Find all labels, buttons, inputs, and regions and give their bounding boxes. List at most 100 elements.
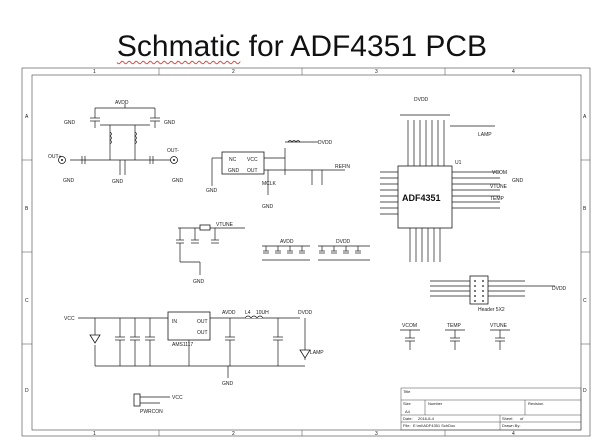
gnd-label-7: GND [262, 204, 274, 210]
mclk-label: MCLK [262, 181, 277, 187]
refin-label: REFIN [335, 164, 350, 170]
dvdd-label-4: DVDD [552, 286, 567, 292]
row-label-c: C [25, 298, 29, 304]
header-5x2 [469, 275, 489, 305]
resistor-r5 [199, 224, 211, 231]
power-wiring [78, 317, 306, 378]
tb-sheet-label: Sheet [502, 416, 513, 421]
gnd-label-5: GND [112, 179, 124, 185]
gnd-label-3: GND [63, 178, 75, 184]
inductor-l1 [287, 140, 301, 143]
outer-frame [21, 67, 591, 437]
vcom-label: VCOM [402, 323, 417, 329]
l4-value: 10UH [256, 310, 269, 316]
page-title: Schmatic for ADF4351 PCB [0, 30, 604, 64]
col-label-2-bottom: 2 [232, 431, 235, 437]
ldo-out-pin: OUT [197, 319, 208, 325]
header-wiring [430, 280, 555, 297]
oscillator-wiring [211, 141, 345, 195]
avdd-label-3: AVDD [222, 310, 236, 316]
col-label-4-bottom: 4 [512, 431, 515, 437]
vcc-label-2: VCC [172, 395, 183, 401]
tb-size-label: Size [403, 401, 412, 406]
gnd-label-9: GND [193, 279, 205, 285]
inductor-l4 [244, 315, 264, 319]
adf4351-chip [397, 165, 453, 229]
outn-label: OUT- [167, 148, 179, 154]
dvdd-label-2: DVDD [414, 97, 429, 103]
vtune-label: VTUNE [216, 222, 234, 228]
vtune-label-2: VTUNE [490, 323, 508, 329]
temp-label: TEMP [447, 323, 462, 329]
chip-vtune-pin: VTUNE [490, 184, 508, 190]
outp-label: OUT+ [48, 154, 62, 160]
chip-main-label: ADF4351 [402, 193, 441, 203]
row-label-d-right: D [583, 388, 587, 394]
col-label-1: 1 [93, 69, 96, 75]
osc-gnd-pin: GND [228, 168, 240, 174]
ldo-out2-pin: OUT [197, 330, 208, 336]
tb-date-label: Date: [403, 416, 413, 421]
l4-label: L4 [245, 310, 251, 316]
col-label-1-bottom: 1 [93, 431, 96, 437]
tb-sheet-value: of [520, 416, 524, 421]
diode-d1 [89, 334, 101, 344]
title-rest: for ADF4351 PCB [240, 30, 488, 63]
ldo-name: AMS1117 [172, 342, 193, 348]
tb-drawn-label: Drawn By: [502, 423, 520, 428]
power-connector-label: PWRCON [140, 409, 163, 415]
title-word-misspelled: Schmatic [116, 30, 241, 63]
col-label-3: 3 [375, 69, 378, 75]
dvdd-label-3: DVDD [336, 239, 351, 245]
title-block [400, 387, 582, 431]
chip-vref-pin: VCOM [492, 170, 507, 176]
inner-frame [31, 74, 582, 431]
gnd-label-2: GND [164, 120, 176, 126]
row-label-c-right: C [583, 298, 587, 304]
gnd-label-4: GND [172, 178, 184, 184]
tb-file-value: E:\ml\ADF4351 SchDoc [413, 423, 455, 428]
chip-temp-pin: TEMP [490, 196, 505, 202]
osc-vcc-pin: VCC [247, 157, 258, 163]
ldo-regulator [167, 311, 211, 341]
gnd-label-6: GND [206, 188, 218, 194]
gnd-label-8: GND [512, 178, 524, 184]
dvdd-decoupling [318, 245, 370, 261]
oscillator-box [221, 151, 265, 175]
lamp-label-2: LAMP [310, 350, 324, 356]
led-lamp [299, 349, 311, 359]
lamp-label-1: LAMP [478, 132, 492, 138]
osc-nc-pin: NC [229, 157, 237, 163]
col-label-3-bottom: 3 [375, 431, 378, 437]
ldo-in-pin: IN [172, 319, 177, 325]
tb-file-label: File: [403, 423, 411, 428]
chip-designator: U1 [455, 160, 462, 166]
tb-date-value: 2016-8-4 [418, 416, 435, 421]
row-label-b: B [25, 206, 29, 212]
dvdd-label-5: DVDD [298, 310, 313, 316]
output-network-coils [109, 131, 137, 145]
avdd-label-1: AVDD [115, 100, 129, 106]
tb-size-value: A4 [405, 409, 411, 414]
col-label-2: 2 [232, 69, 235, 75]
tb-title-label: Title [403, 389, 411, 394]
osc-out-pin: OUT [247, 168, 258, 174]
output-network [70, 104, 175, 175]
avdd-label-2: AVDD [280, 239, 294, 245]
header-pins [474, 280, 484, 302]
tb-revision-label: Revision [528, 401, 543, 406]
power-connector [133, 393, 170, 407]
gnd-label-10: GND [222, 381, 234, 387]
avdd-decoupling [262, 245, 310, 261]
row-label-a-right: A [583, 114, 587, 120]
monitor-caps [400, 329, 510, 350]
row-label-b-right: B [583, 206, 587, 212]
vcc-label-1: VCC [64, 316, 75, 322]
gnd-label-1: GND [64, 120, 76, 126]
chip-pins [380, 114, 500, 262]
col-label-4: 4 [512, 69, 515, 75]
row-label-a: A [25, 114, 29, 120]
row-label-d: D [25, 388, 29, 394]
dvdd-label-1: DVDD [318, 140, 333, 146]
